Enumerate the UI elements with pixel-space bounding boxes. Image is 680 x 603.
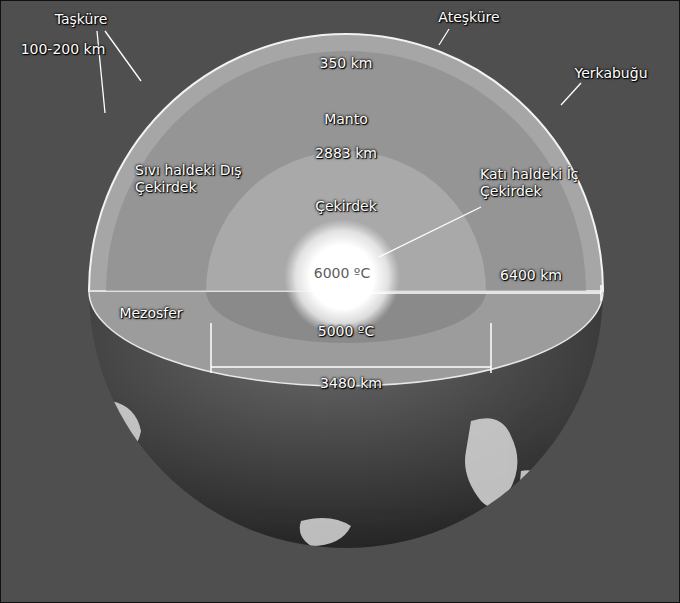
temperature-value: 6000 ºC xyxy=(314,265,370,282)
layer-name: Sıvı haldeki Dış Çekirdek xyxy=(135,162,247,196)
layer-name: Çekirdek xyxy=(315,198,377,215)
inner-core xyxy=(284,219,400,335)
layer-name: Katı haldeki İç Çekirdek xyxy=(480,166,592,200)
temperature-value: 5000 ºC xyxy=(318,323,374,340)
layer-name: Ateşküre xyxy=(438,9,499,26)
thickness-value: 350 km xyxy=(320,55,373,72)
layer-name: Taşküre xyxy=(55,11,108,28)
layer-name: Yerkabuğu xyxy=(574,65,647,82)
radius-dimension xyxy=(351,285,601,301)
continents xyxy=(107,401,546,546)
thickness-value: 100-200 km xyxy=(21,41,106,58)
layer-name: Mezosfer xyxy=(119,305,182,322)
dimension-value: 6400 km xyxy=(500,267,562,284)
layer-name: Manto xyxy=(324,111,368,128)
core-diameter-bracket xyxy=(211,323,491,373)
leader-lines xyxy=(97,29,581,257)
thickness-value: 2883 km xyxy=(315,145,377,162)
dimension-value: 3480 km xyxy=(320,375,382,392)
